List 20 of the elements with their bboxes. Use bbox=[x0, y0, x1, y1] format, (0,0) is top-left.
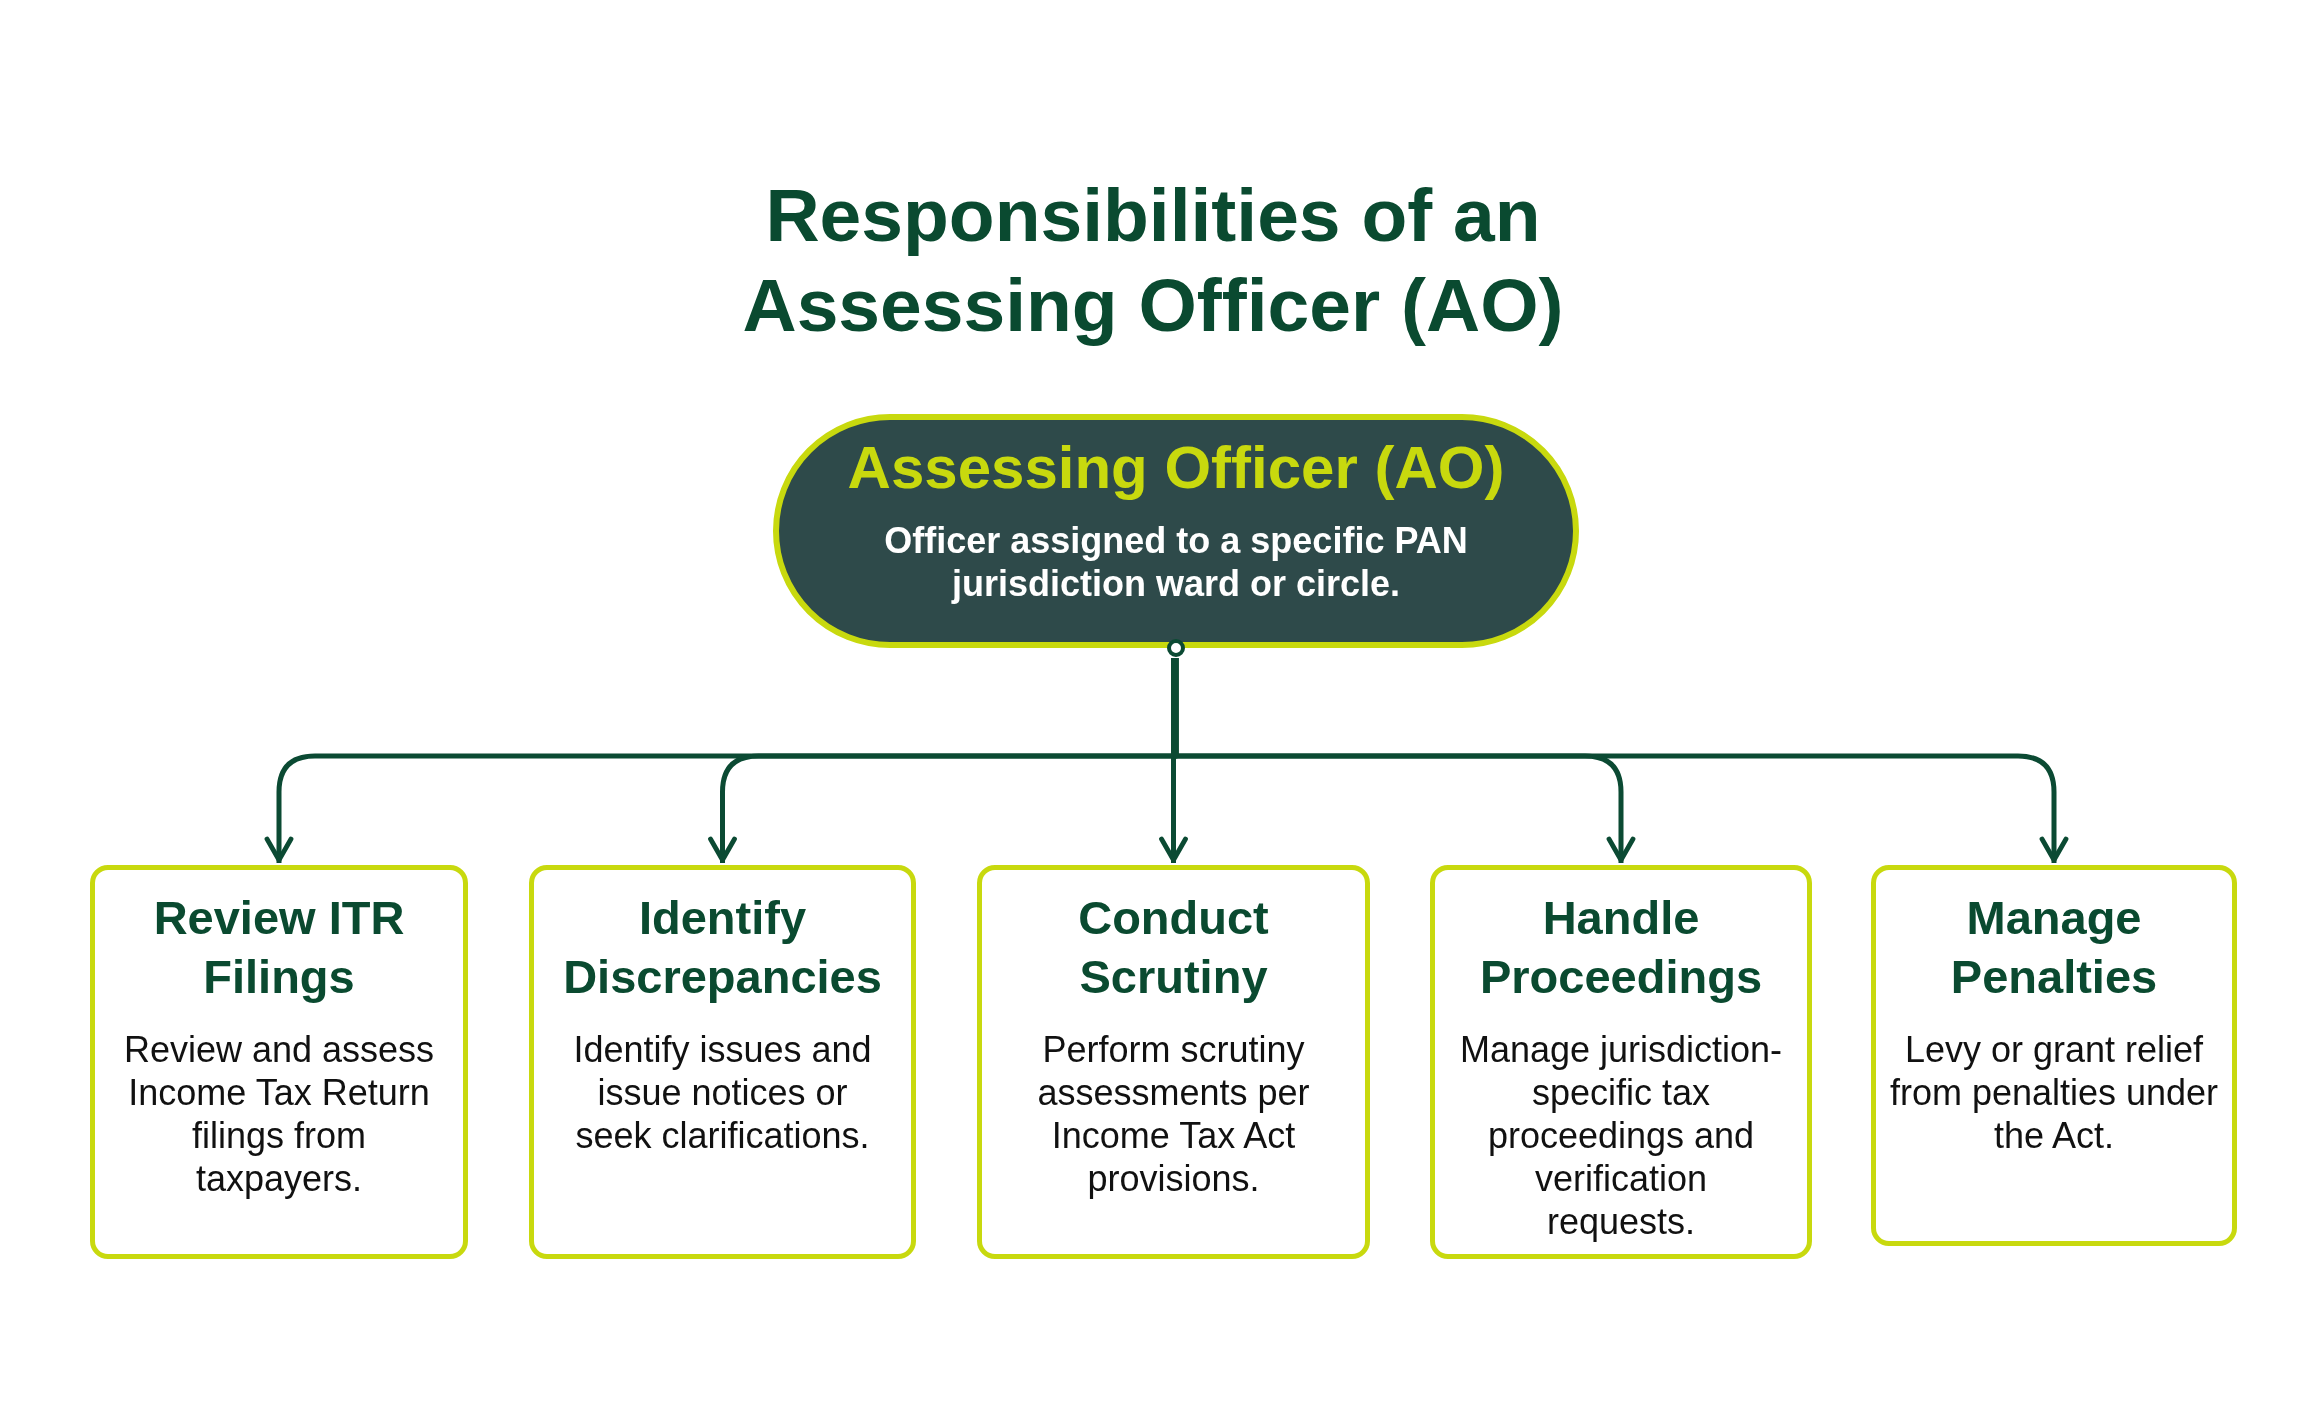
node-heading: Assessing Officer (AO) bbox=[847, 433, 1505, 503]
task-card bbox=[1430, 865, 1812, 1259]
task-card bbox=[529, 865, 916, 1259]
node-description: Perform scrutiny assessments per Income Tax Act provisions. bbox=[1036, 1028, 1311, 1200]
arrow bbox=[1173, 658, 2069, 863]
node-heading: Identify Discrepancies bbox=[562, 890, 883, 1005]
task-card bbox=[1871, 865, 2237, 1246]
task-card bbox=[977, 865, 1370, 1259]
node-heading: Manage Penalties bbox=[1949, 890, 2159, 1005]
node-description: Review and assess Income Tax Return filings from taxpayers. bbox=[122, 1028, 436, 1200]
node-heading: Conduct Scrutiny bbox=[1077, 890, 1270, 1005]
node-description: Levy or grant relief from penalties under the Act. bbox=[1888, 1028, 2220, 1157]
node-heading: Handle Proceedings bbox=[1478, 890, 1764, 1005]
diagram-title: Responsibilities of an Assessing Officer (AO) bbox=[741, 172, 1565, 349]
task-card bbox=[90, 865, 468, 1259]
node-description: Officer assigned to a specific PAN jurisdiction ward or circle. bbox=[883, 519, 1469, 605]
node-description: Identify issues and issue notices or seek clarifications. bbox=[572, 1028, 873, 1157]
node-description: Manage jurisdiction-specific tax proceedings and verification requests. bbox=[1458, 1028, 1784, 1243]
arrow bbox=[1159, 658, 1188, 863]
node-heading: Review ITR Filings bbox=[152, 890, 406, 1005]
